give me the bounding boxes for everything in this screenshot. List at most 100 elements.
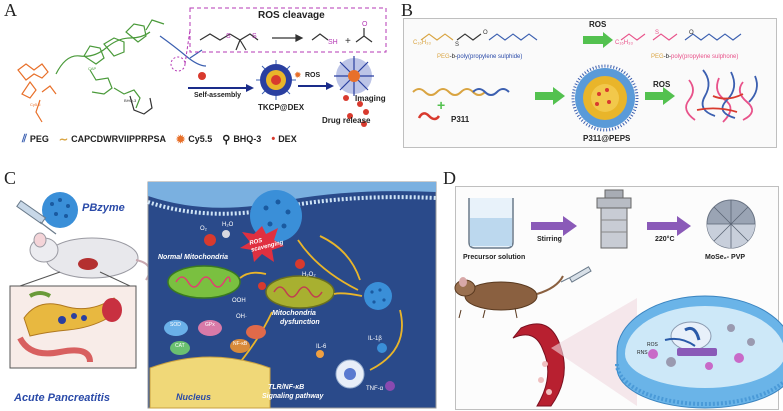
beaker-icon (468, 198, 514, 249)
mito-dysfunction-label-2: dysfunction (280, 319, 320, 326)
dysfunctional-mitochondria-icon (265, 275, 335, 309)
syringe-icon (16, 199, 57, 235)
mito-dysfunction-label-1: Mitochondria (272, 310, 316, 317)
pbzyme-label: PBzyme (82, 202, 125, 214)
ros-label-a: ROS (305, 72, 321, 79)
peps-label-left: PEG-b-poly(propylene sulphide) (437, 54, 522, 60)
struct-label-cap: CAP (88, 66, 97, 71)
blood-vessel-icon (512, 323, 565, 407)
peg-text-right: PEG (651, 54, 664, 60)
cat-label: CAT (175, 343, 185, 349)
self-assembly-label: Self-assembly (194, 92, 242, 99)
legend-bhq3-label: BHQ-3 (233, 134, 262, 144)
temperature-label: 220°C (655, 236, 675, 243)
h2o-label: H₂O (222, 222, 234, 228)
il6-label: IL-6 (316, 344, 327, 350)
panel-letter-a: A (4, 0, 17, 20)
legend-peg-label: PEG (29, 134, 49, 144)
block-text-right: -b- (663, 54, 672, 60)
precursor-label: Precursor solution (463, 254, 526, 261)
peps-formula-left (420, 33, 538, 41)
panel-letter-d: D (443, 168, 456, 188)
cat-enzyme-icon (170, 341, 190, 355)
tkcp-dex-label: TKCP@DEX (258, 103, 305, 112)
ros-cleavage-box (189, 7, 387, 53)
panel-a: A S S SH (0, 0, 392, 150)
legend-peptide-label: CAPCDWRVIIPPRPSA (71, 134, 166, 144)
struct-label-bhq3: BHQ-3 (124, 98, 137, 103)
ros-molecule-icon (204, 234, 216, 246)
ooh-label: OOH (232, 298, 246, 304)
ros-spark-icon: ✹ (294, 70, 302, 80)
gpx-enzyme-icon (198, 320, 222, 336)
polymer-text-right: poly(propylene sulphone) (671, 54, 739, 60)
heating-arrow (647, 216, 691, 236)
nfkb-icon (230, 339, 250, 353)
ros-label-b-bottom: ROS (653, 80, 671, 89)
svg-text:S: S (252, 33, 257, 40)
normal-mitochondria-icon (167, 265, 241, 299)
stirring-arrow (531, 216, 577, 236)
svg-text:O: O (483, 30, 488, 36)
panel-letter-c: C (4, 168, 17, 188)
peps-label-right: PEG-b-poly(propylene sulphone) (651, 54, 738, 60)
polymer-text-left: poly(propylene sulphide) (457, 54, 523, 60)
ros-label-b-top: ROS (589, 20, 607, 29)
p311-label: P311 (451, 115, 470, 124)
drug-release-label: Drug release (322, 116, 371, 125)
dex-molecule-icon (198, 72, 206, 80)
disease-label: Acute Pancreatitis (14, 392, 110, 404)
thioketal-reaction (199, 28, 373, 51)
pbzyme-nanoparticle-icon (42, 192, 78, 228)
rns-label-d: RNS (637, 350, 648, 356)
mose2-pvp-label: MoSe₂- PVP (705, 254, 746, 261)
tkcp-molecular-structure (17, 19, 207, 123)
imaging-label: Imaging (355, 94, 386, 103)
svg-text:S: S (455, 42, 459, 48)
ros-cleavage-label: ROS cleavage (258, 10, 325, 21)
pancreas-organ-icon (17, 291, 122, 363)
nucleus-icon (149, 356, 271, 409)
cleavage-site-marker (170, 56, 186, 72)
svg-text:C₁₆H₃₃: C₁₆H₃₃ (413, 40, 432, 46)
plus-sign: + (437, 97, 446, 113)
cy55-star-icon: ✹ (176, 133, 186, 146)
il1b-label: IL-1β (368, 336, 382, 342)
panel-b: B C₁₆H₃₃ S O C₁₆H₃₃ S O (393, 0, 783, 150)
sod-label: SOD (170, 322, 181, 328)
nrf2-icon (246, 325, 266, 339)
sod-enzyme-icon (164, 320, 188, 336)
p311-peps-label: P311@PEPS (583, 134, 631, 143)
legend-cy55-label: Cy5.5 (188, 134, 213, 144)
autoclave-icon (596, 189, 632, 249)
oh-label: OH· (236, 314, 247, 320)
tkcp-dex-nanoparticle-icon (256, 60, 296, 100)
panel-d-graphic (454, 189, 783, 409)
svg-text:O: O (362, 21, 368, 28)
panel-a-legend: ⫽ PEG ∼ CAPCDWRVIIPPRPSA ✹ Cy5.5 ⚲ BHQ-3… (22, 132, 297, 146)
peg-icon: ⫽ (22, 132, 27, 145)
nfkb-label: NF-κB (233, 341, 248, 347)
syringe-icon-d (560, 266, 592, 283)
svg-text:SH: SH (328, 39, 338, 46)
ros-arrow-top (583, 32, 613, 48)
mouse-icon-d (454, 275, 564, 319)
panel-c: C (0, 168, 440, 411)
panel-d: D (441, 168, 783, 411)
svg-text:O: O (689, 30, 694, 36)
legend-dex-label: DEX (278, 134, 297, 144)
normal-mitochondria-label: Normal Mitochondria (158, 254, 229, 261)
o2-label: O₂ (200, 226, 207, 232)
cell-cross-section-icon (615, 295, 783, 409)
h2o2-label: H₂O₂ (302, 272, 316, 278)
ros-label-d: ROS (647, 342, 658, 348)
nucleus-label: Nucleus (176, 392, 212, 402)
bhq3-icon: ⚲ (222, 133, 231, 146)
ros-scavenging-burst (240, 226, 284, 262)
panel-c-graphic (9, 181, 437, 409)
pbzyme-cytoplasm-icon (364, 282, 392, 310)
tnfa-label: TNF-α (366, 386, 384, 392)
released-nanoparticle-icon (334, 56, 374, 127)
disassembled-chains-icon (685, 69, 758, 123)
pathway-label-1: TLR/NF-κB (268, 384, 305, 391)
